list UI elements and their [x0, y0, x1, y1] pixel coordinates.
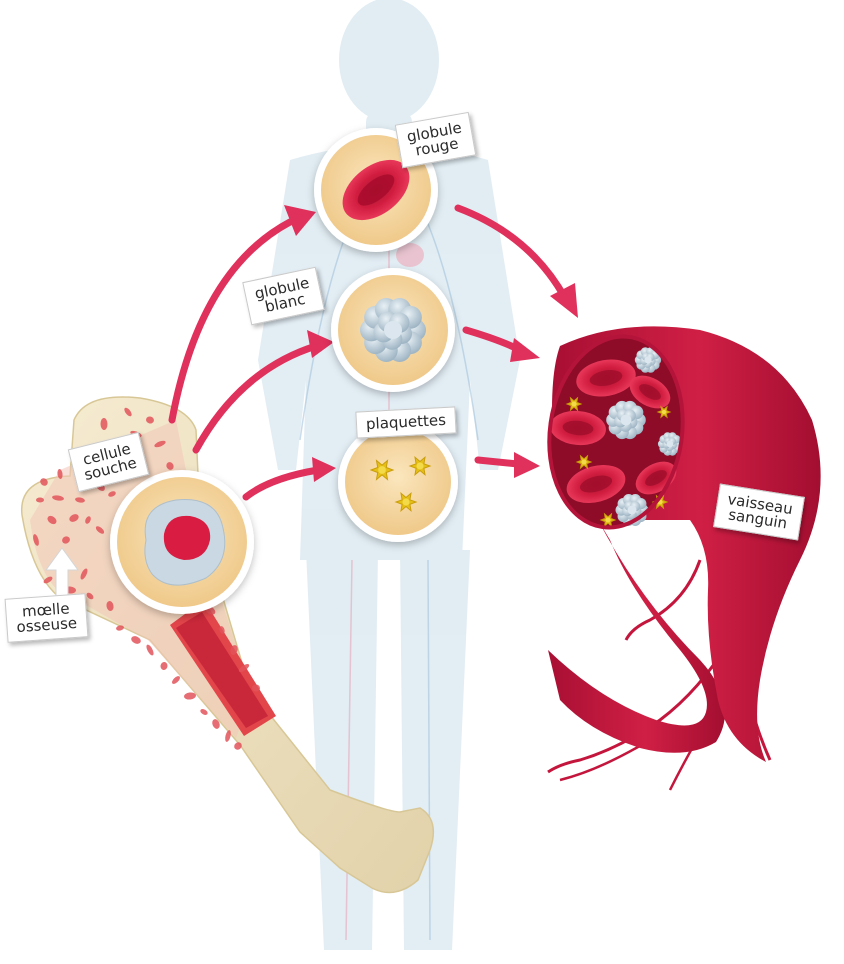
label-marrow-line2: osseuse	[16, 616, 77, 635]
blood-vessel	[537, 326, 820, 790]
label-marrow: mœlle osseuse	[5, 593, 88, 643]
arrow-head	[550, 283, 578, 318]
label-platelets: plaquettes	[355, 406, 456, 438]
white-cell-disc	[331, 268, 455, 392]
white-blood-cell	[360, 298, 426, 362]
stem-cell-nucleus	[164, 516, 210, 560]
white-blood-cell	[606, 401, 646, 439]
arrow-platelet-to-vessel	[478, 460, 518, 464]
white-blood-cell	[360, 298, 426, 362]
arrow-head	[510, 338, 540, 362]
vessel-tail	[548, 520, 725, 753]
arrow-head	[514, 452, 540, 478]
stem-cell-disc	[110, 470, 254, 614]
platelets-disc	[338, 422, 458, 542]
label-platelets-line1: plaquettes	[366, 413, 447, 432]
